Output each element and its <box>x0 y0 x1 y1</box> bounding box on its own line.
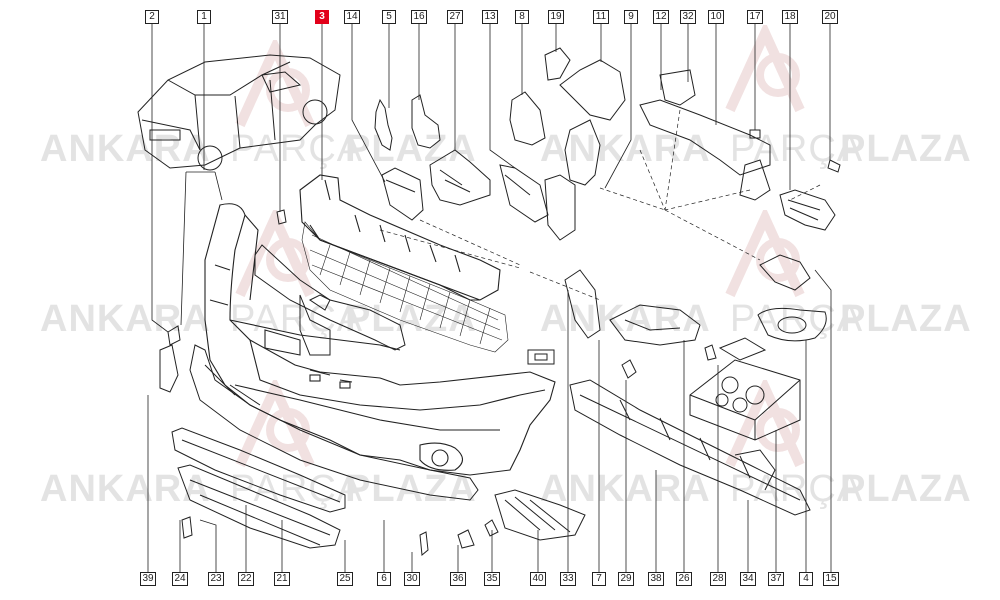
part-label-top[interactable]: 12 <box>653 10 669 24</box>
brackets-left-upper <box>381 149 549 223</box>
part-label-bottom[interactable]: 37 <box>768 572 784 586</box>
mesh-grille <box>301 221 509 353</box>
part-label-top[interactable]: 10 <box>708 10 724 24</box>
part-label-bottom[interactable]: 7 <box>592 572 606 586</box>
part-label-bottom[interactable]: 22 <box>238 572 254 586</box>
small-hardware <box>159 129 841 556</box>
part-label-top[interactable]: 16 <box>411 10 427 24</box>
part-label-bottom[interactable]: 6 <box>377 572 391 586</box>
part-label-bottom[interactable]: 25 <box>337 572 353 586</box>
part-label-highlighted[interactable]: 3 <box>315 10 329 24</box>
part-label-top[interactable]: 31 <box>272 10 288 24</box>
part-label-top[interactable]: 14 <box>344 10 360 24</box>
lower-spoiler <box>171 344 479 549</box>
part-label-bottom[interactable]: 40 <box>530 572 546 586</box>
grille-upper-frame <box>299 174 501 301</box>
part-label-bottom[interactable]: 35 <box>484 572 500 586</box>
lower-air-guide-26 <box>564 269 701 346</box>
part-label-top[interactable]: 5 <box>382 10 396 24</box>
lower-absorber-beam <box>569 379 811 516</box>
part-label-bottom[interactable]: 30 <box>404 572 420 586</box>
part-label-top[interactable]: 1 <box>197 10 211 24</box>
part-label-bottom[interactable]: 21 <box>274 572 290 586</box>
part-label-top[interactable]: 11 <box>593 10 609 24</box>
part-label-top[interactable]: 8 <box>515 10 529 24</box>
fog-trim-right <box>757 189 836 342</box>
part-label-bottom[interactable]: 33 <box>560 572 576 586</box>
part-label-top[interactable]: 18 <box>782 10 798 24</box>
air-guides-right <box>509 47 626 241</box>
part-label-bottom[interactable]: 28 <box>710 572 726 586</box>
part-label-bottom[interactable]: 24 <box>172 572 188 586</box>
part-label-bottom[interactable]: 29 <box>618 572 634 586</box>
part-label-top[interactable]: 32 <box>680 10 696 24</box>
fog-grille-left <box>494 489 586 541</box>
leader-lines-bottom <box>147 269 832 572</box>
part-label-bottom[interactable]: 36 <box>450 572 466 586</box>
part-label-bottom[interactable]: 15 <box>823 572 839 586</box>
clip-box <box>689 337 801 441</box>
part-label-bottom[interactable]: 23 <box>208 572 224 586</box>
leader-lines-top <box>151 23 831 333</box>
bumper-cover <box>204 203 556 476</box>
part-label-bottom[interactable]: 39 <box>140 572 156 586</box>
part-label-bottom[interactable]: 34 <box>740 572 756 586</box>
upper-crossmember <box>254 244 406 356</box>
upper-support-10 <box>639 69 771 201</box>
assembly-dash-lines <box>379 109 821 301</box>
part-label-bottom[interactable]: 38 <box>648 572 664 586</box>
part-label-bottom[interactable]: 26 <box>676 572 692 586</box>
part-label-top[interactable]: 9 <box>624 10 638 24</box>
car-thumbnail <box>137 54 341 171</box>
part-label-top[interactable]: 19 <box>548 10 564 24</box>
part-label-top[interactable]: 17 <box>747 10 763 24</box>
part-label-top[interactable]: 2 <box>145 10 159 24</box>
part-label-top[interactable]: 20 <box>822 10 838 24</box>
small-brackets-5-16 <box>374 94 441 151</box>
part-label-top[interactable]: 27 <box>447 10 463 24</box>
part-label-bottom[interactable]: 4 <box>799 572 813 586</box>
part-label-top[interactable]: 13 <box>482 10 498 24</box>
